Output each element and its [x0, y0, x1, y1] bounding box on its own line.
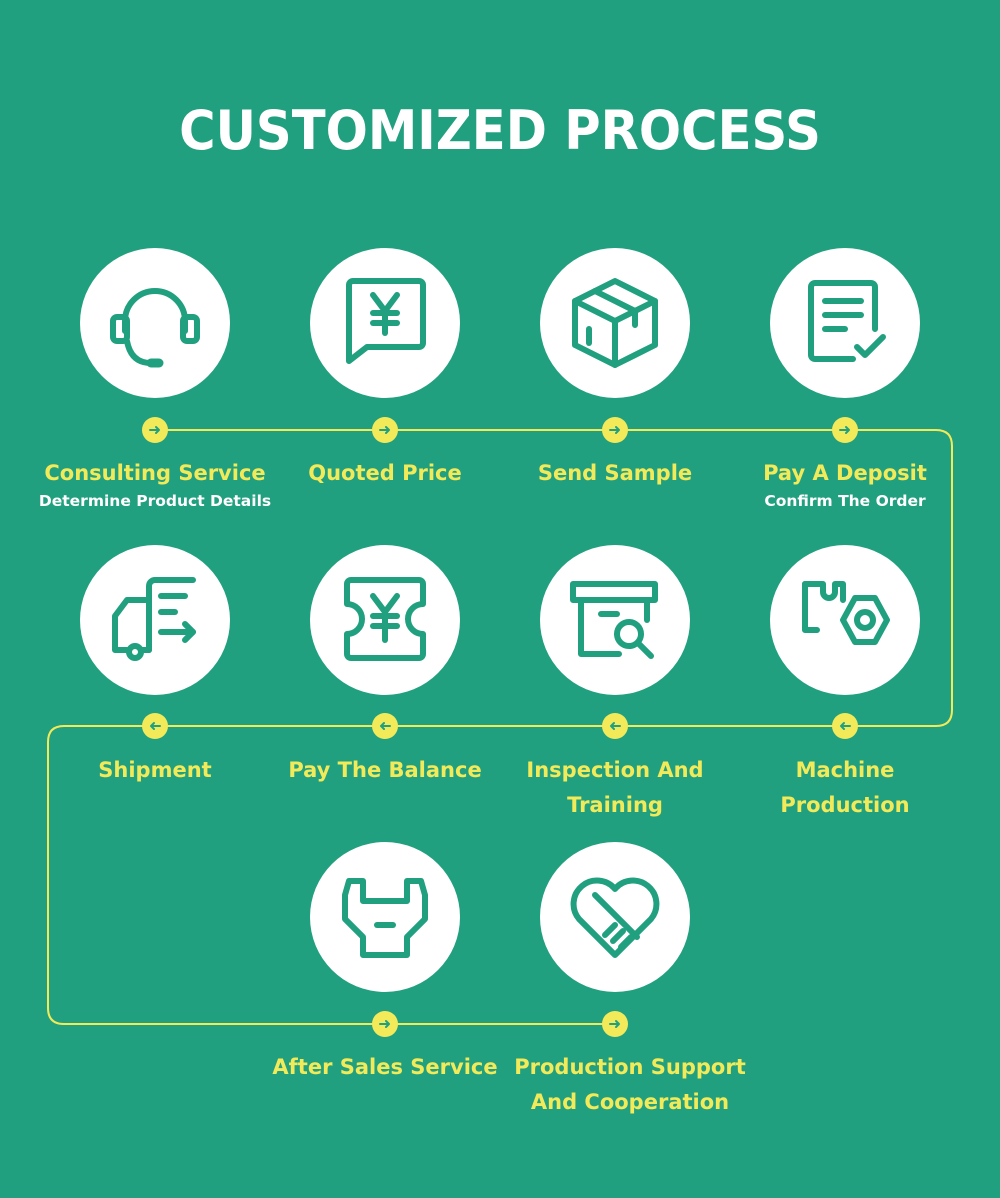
step-title: Send Sample [537, 461, 693, 485]
arrow-right-dot [602, 417, 628, 443]
step-2-circle [310, 248, 460, 398]
step-subtitle: Determine Product Details [38, 492, 272, 510]
connector-row-1 [47, 429, 953, 1025]
arrow-right-icon [609, 426, 620, 434]
arrow-right-icon [379, 1020, 390, 1028]
step-1-circle [80, 248, 230, 398]
package-box-icon [572, 278, 658, 368]
arrow-left-icon [840, 722, 851, 730]
arrow-right-icon [149, 426, 160, 434]
step-label: Machine Production [770, 753, 920, 823]
step-3-circle [540, 248, 690, 398]
arrow-left-dot [372, 713, 398, 739]
arrow-left-icon [150, 722, 161, 730]
step-9-circle [310, 842, 460, 992]
box-search-icon [570, 581, 658, 659]
step-title: Inspection And Training [526, 758, 704, 817]
step-subtitle: Confirm The Order [764, 492, 926, 510]
yen-chat-icon [346, 278, 426, 364]
arrow-right-dot [142, 417, 168, 443]
step-title: Shipment [98, 758, 212, 782]
arrow-left-dot [602, 713, 628, 739]
step-title: Machine Production [780, 758, 910, 817]
step-title: Consulting Service [44, 461, 266, 485]
arrow-right-icon [379, 426, 390, 434]
step-label: Pay The Balance [260, 753, 510, 788]
arrow-left-dot [142, 713, 168, 739]
step-4-circle [770, 248, 920, 398]
delivery-truck-icon [112, 577, 196, 661]
document-check-icon [808, 280, 886, 362]
step-7-circle [310, 545, 460, 695]
page-title: CUSTOMIZED PROCESS [179, 99, 821, 162]
step-title: Production Support And Cooperation [514, 1055, 746, 1114]
arrow-right-icon [609, 1020, 620, 1028]
wrench-icon [342, 878, 428, 958]
arrow-left-dot [832, 713, 858, 739]
step-title: After Sales Service [272, 1055, 498, 1079]
step-label: Production Support And Cooperation [505, 1050, 755, 1120]
step-10-circle [540, 842, 690, 992]
heart-handshake-icon [570, 877, 660, 958]
step-6-circle [540, 545, 690, 695]
yen-ticket-icon [344, 577, 426, 661]
step-title: Quoted Price [308, 461, 462, 485]
gear-bolt-icon [802, 581, 890, 645]
arrow-left-icon [380, 722, 391, 730]
arrow-right-icon [839, 426, 850, 434]
step-label: Quoted Price [260, 456, 510, 491]
arrow-right-dot [372, 1011, 398, 1037]
step-label: Pay A Deposit Confirm The Order [720, 456, 970, 512]
arrow-right-dot [832, 417, 858, 443]
arrow-left-icon [610, 722, 621, 730]
step-label: Consulting Service Determine Product Det… [30, 456, 280, 512]
arrow-right-dot [602, 1011, 628, 1037]
step-title: Pay A Deposit [763, 461, 927, 485]
arrow-right-dot [372, 417, 398, 443]
step-label: Inspection And Training [515, 753, 715, 823]
step-title: Pay The Balance [288, 758, 482, 782]
step-8-circle [80, 545, 230, 695]
step-5-circle [770, 545, 920, 695]
headset-icon [110, 288, 200, 368]
step-label: After Sales Service [260, 1050, 510, 1085]
step-label: Send Sample [490, 456, 740, 491]
step-label: Shipment [30, 753, 280, 788]
